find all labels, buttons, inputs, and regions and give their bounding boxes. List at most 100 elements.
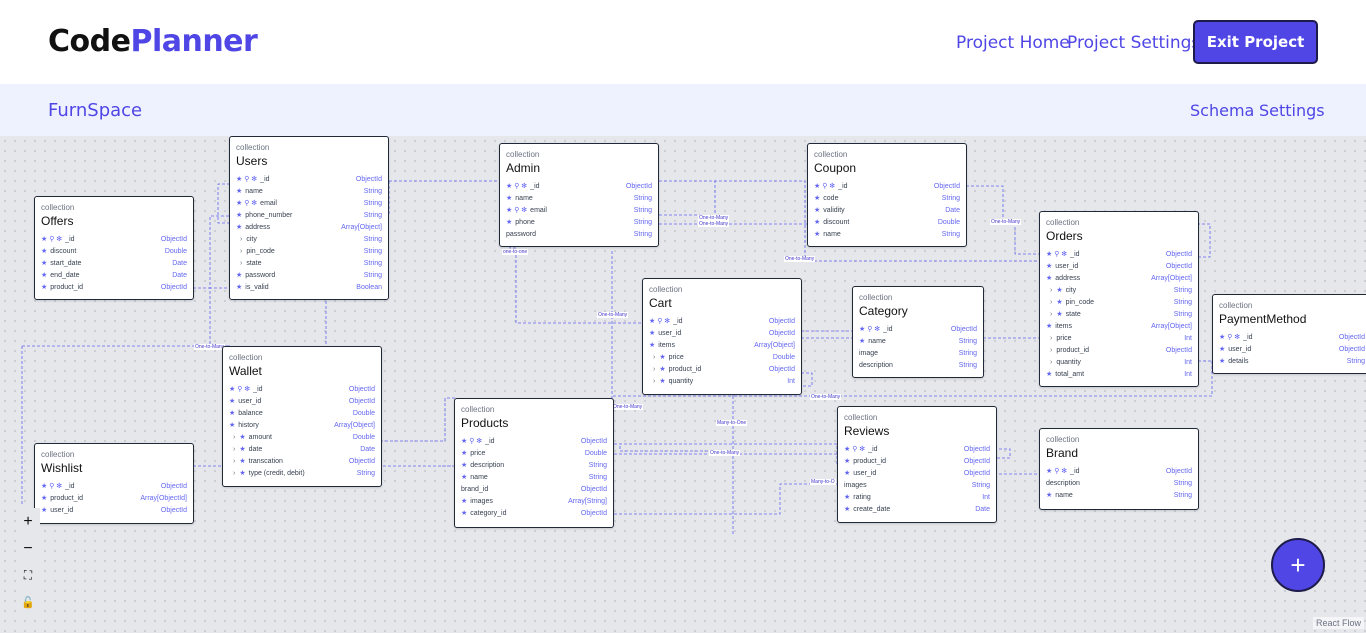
zoom-out-button[interactable]: −: [16, 535, 40, 562]
zoom-in-button[interactable]: +: [16, 508, 40, 535]
logo[interactable]: CodePlanner: [48, 24, 258, 59]
nav-project-settings[interactable]: Project Settings: [1067, 33, 1201, 53]
add-collection-button[interactable]: +: [1271, 538, 1325, 592]
tab-settings[interactable]: Settings: [1259, 101, 1325, 120]
field-row[interactable]: ›★type (credit, debit)String: [229, 467, 375, 479]
nav-project-home[interactable]: Project Home: [956, 33, 1070, 53]
tab-schema[interactable]: Schema: [1190, 101, 1255, 120]
fit-view-button[interactable]: ⛶: [16, 562, 40, 589]
react-flow-attribution[interactable]: React Flow: [1313, 617, 1365, 629]
exit-project-button[interactable]: Exit Project: [1193, 20, 1318, 64]
project-name[interactable]: FurnSpace: [48, 100, 143, 121]
schema-canvas[interactable]: One-to-Many One-to-Many one-to-one One-t…: [0, 136, 1366, 633]
